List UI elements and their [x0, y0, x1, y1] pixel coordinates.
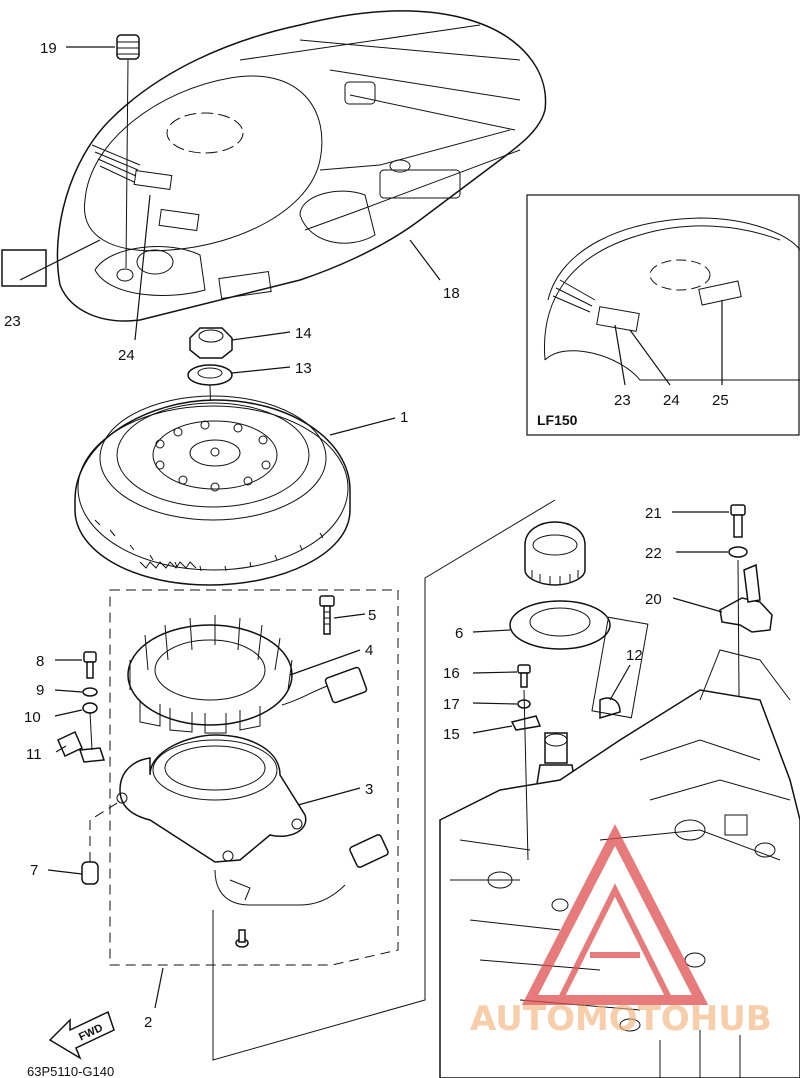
part-number-23: 23	[4, 313, 21, 330]
part-1-flywheel	[74, 395, 351, 586]
part-11-clamp	[57, 711, 106, 763]
part-number-6: 6	[455, 625, 463, 642]
part-13-washer	[187, 364, 233, 386]
part-number-14: 14	[295, 325, 312, 342]
part-number-17: 17	[443, 696, 460, 713]
part-number-19: 19	[40, 40, 57, 57]
part-number-21: 21	[645, 505, 662, 522]
part-19-plug	[116, 34, 140, 269]
inset-part-number-24: 24	[663, 392, 680, 409]
part-4-stator-coil	[127, 615, 368, 734]
part-number-1: 1	[400, 409, 408, 426]
part-number-15: 15	[443, 726, 460, 743]
part-7-dowel	[81, 799, 123, 885]
small-screw	[235, 929, 249, 948]
part-number-16: 16	[443, 665, 460, 682]
fwd-arrow-icon: FWD	[48, 1010, 115, 1060]
diagram-code: 63P5110-G140	[27, 1064, 114, 1078]
inset-lf150	[526, 194, 800, 436]
part-16-screw	[517, 664, 531, 688]
part-number-3: 3	[365, 781, 373, 798]
part-number-labels: 19 23 24 18 14 13 1 5 4 8 9 10 11 3 7 2 …	[4, 40, 729, 1031]
part-number-11: 11	[26, 746, 42, 763]
stator-group-dashed-outline	[109, 589, 399, 966]
part-number-22: 22	[645, 545, 662, 562]
part-number-24: 24	[118, 347, 135, 364]
part-5-screw	[319, 595, 335, 635]
part-number-9: 9	[36, 682, 44, 699]
part-20-bracket	[719, 563, 773, 633]
part-number-4: 4	[365, 642, 373, 659]
part-number-10: 10	[24, 709, 41, 726]
part-22-washer	[728, 546, 748, 558]
leader-lines	[47, 46, 729, 1009]
watermark-logo: AUTOMOTOHUB	[470, 824, 772, 1039]
part-10-washer	[82, 702, 98, 714]
part-number-7: 7	[30, 862, 38, 879]
part-number-12: 12	[626, 647, 643, 664]
part-number-5: 5	[368, 607, 376, 624]
leader-line-stator	[212, 499, 556, 1061]
part-number-8: 8	[36, 653, 44, 670]
part-6-pulley-gear	[524, 521, 586, 586]
part-6-plate	[509, 600, 611, 650]
inset-part-number-23: 23	[614, 392, 631, 409]
part-9-washer	[82, 687, 98, 697]
part-8-bolt	[83, 651, 97, 679]
part-number-18: 18	[443, 285, 460, 302]
part-number-13: 13	[295, 360, 312, 377]
watermark-text: AUTOMOTOHUB	[470, 999, 772, 1039]
part-number-2: 2	[144, 1014, 152, 1031]
part-3-stator-base	[116, 734, 389, 906]
part-21-bolt	[730, 504, 746, 538]
part-23-label-sticker	[1, 249, 47, 287]
part-15-key	[510, 715, 542, 731]
engine-block	[439, 616, 800, 1078]
part-14-nut	[189, 327, 233, 359]
inset-model-label: LF150	[537, 412, 578, 428]
part-number-20: 20	[645, 591, 662, 608]
flywheel-cover-drawing	[56, 10, 547, 322]
inset-part-number-25: 25	[712, 392, 729, 409]
